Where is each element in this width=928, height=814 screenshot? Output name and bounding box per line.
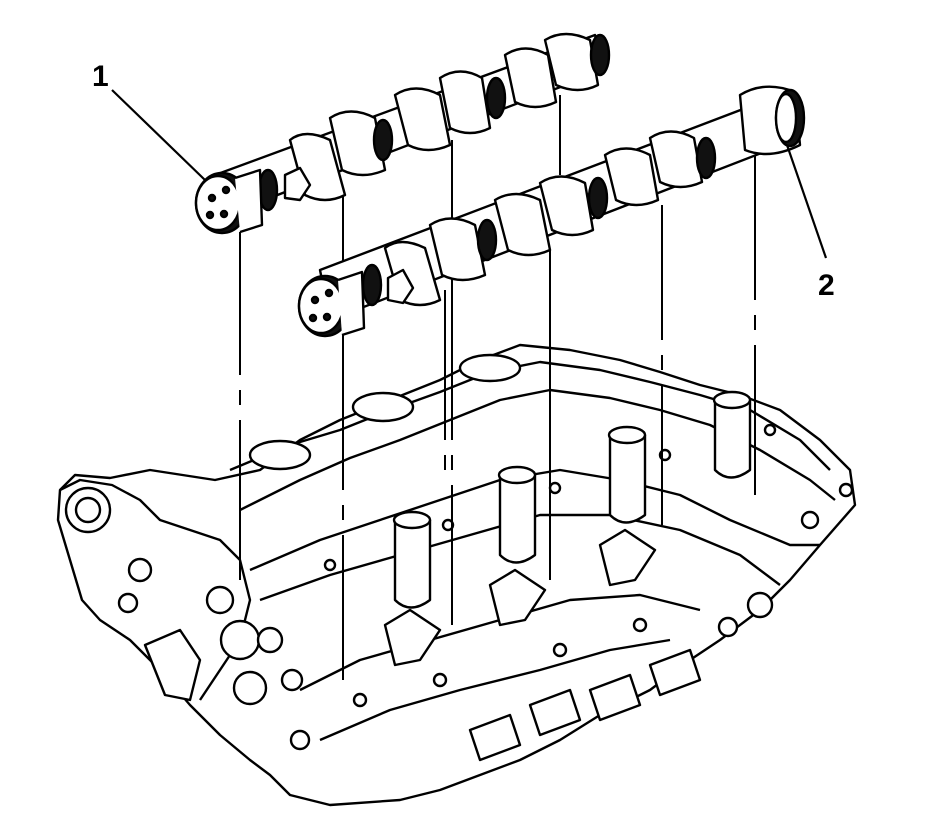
callout-label-1: 1 (92, 60, 109, 93)
callout-2: 2 (785, 144, 835, 302)
callout-label-2: 2 (818, 269, 835, 302)
camshaft-2 (297, 85, 806, 338)
camshaft-1 (194, 32, 611, 235)
callout-1: 1 (92, 60, 206, 181)
leader-line-2 (785, 144, 828, 259)
leader-line-1 (111, 89, 206, 181)
alignment-lines (239, 95, 756, 680)
cylinder-head (56, 343, 857, 807)
